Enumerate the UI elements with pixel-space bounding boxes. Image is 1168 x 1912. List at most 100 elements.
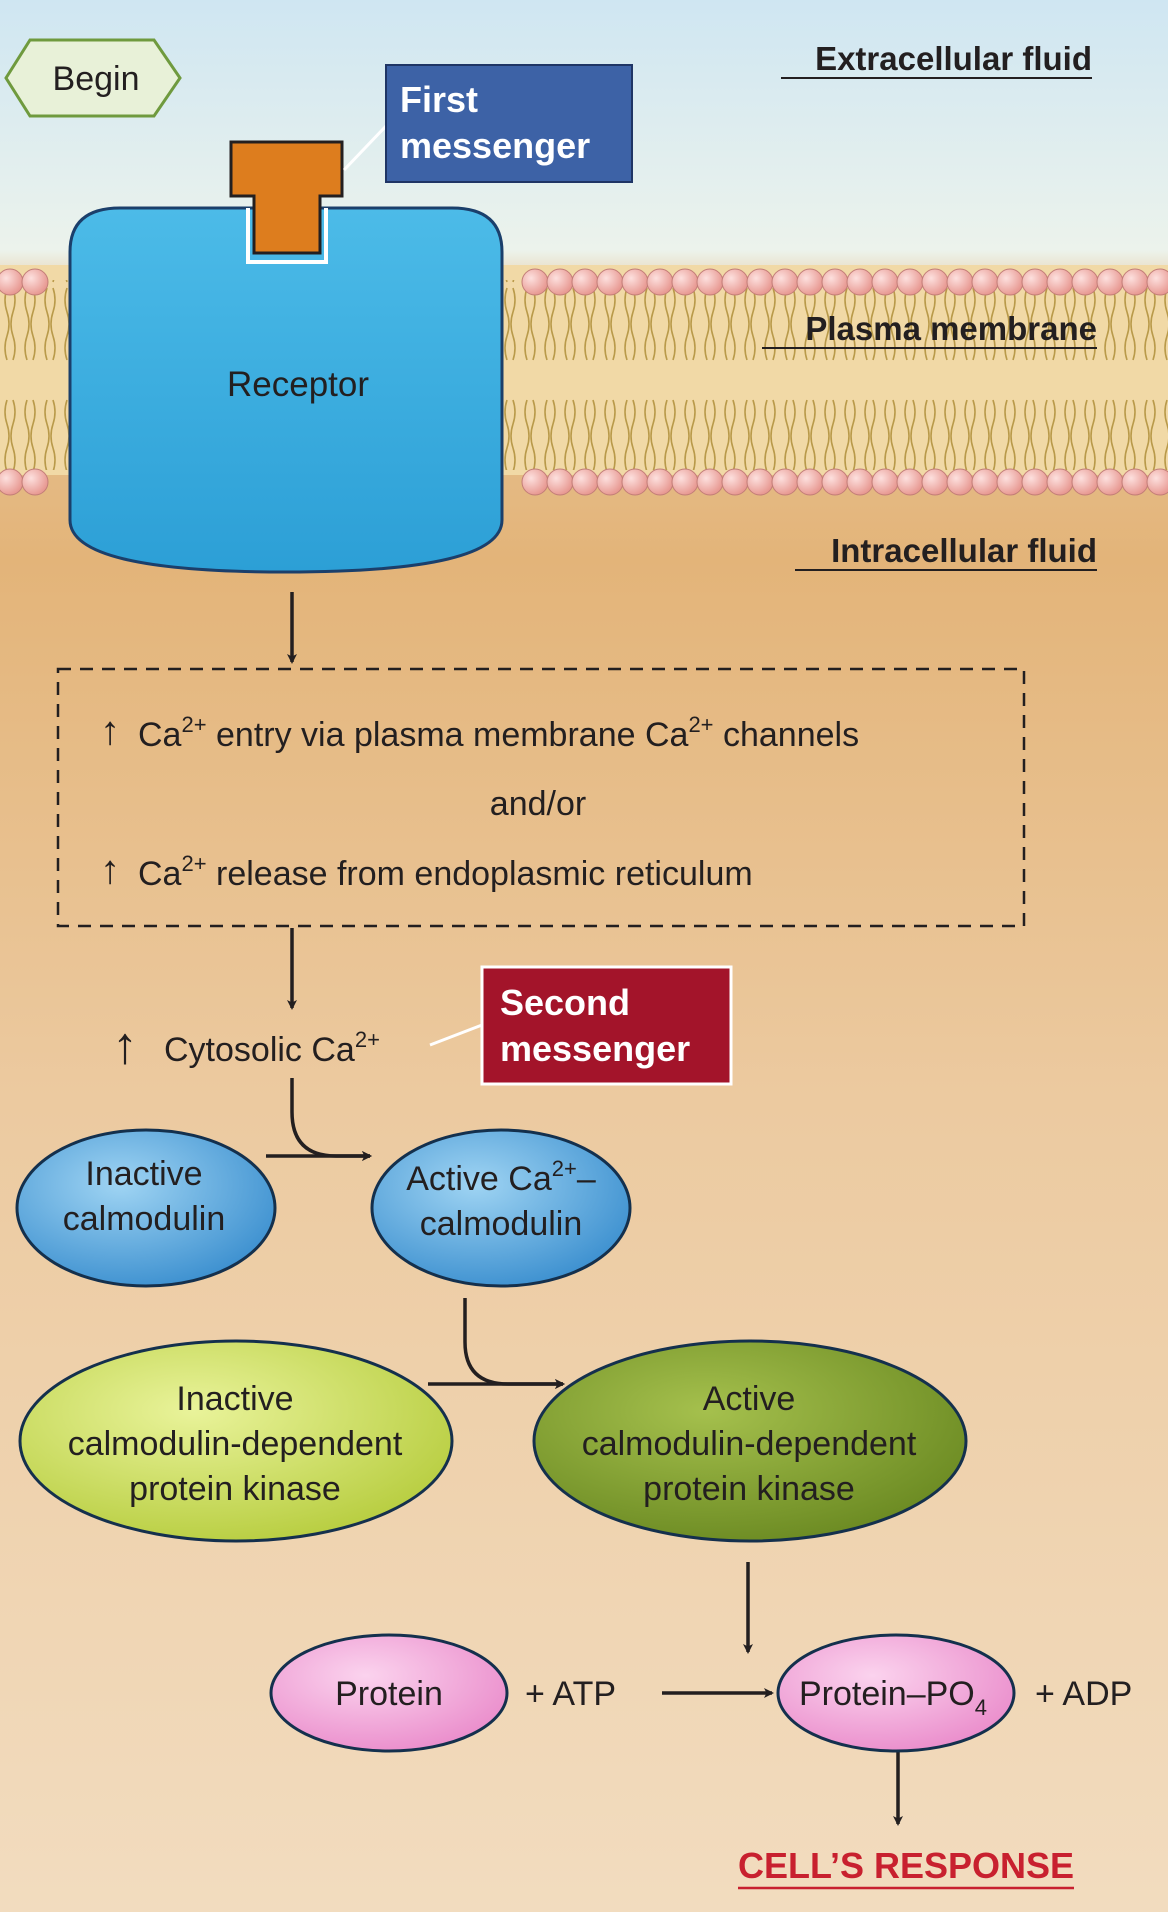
phospholipid-head [1021,468,1049,496]
cytosolic-calcium-text: Cytosolic Ca2+ [164,1027,380,1069]
inactive-kinase-line2: calmodulin-dependent [68,1425,403,1463]
active-calmodulin-line1: Active Ca2+– [406,1156,596,1198]
cells-response-label: CELL’S RESPONSE [738,1845,1074,1886]
second-messenger-box: Second messenger [480,965,733,1086]
phospholipid-head [846,268,874,296]
protein: Protein [269,1633,509,1753]
phospholipid-head [696,268,724,296]
receptor-label: Receptor [227,365,369,404]
phospholipid-head [696,468,724,496]
phospholipid-head [871,468,899,496]
inactive-calmodulin-line1: Inactive [85,1155,202,1193]
phospholipid-head [846,468,874,496]
up-arrow-cytosolic-icon: ↑ [112,1017,138,1075]
flow-arrows [266,592,903,1826]
membrane-heads-bottom [0,468,1168,496]
phospholipid-head [1121,268,1149,296]
second-messenger-line1: Second [500,982,630,1023]
inactive-kinase-line3: protein kinase [129,1470,341,1508]
first-messenger-line2: messenger [400,125,590,166]
first-messenger-box: First messenger [385,64,633,183]
active-kinase: Active calmodulin-dependent protein kina… [532,1339,968,1543]
calcium-release-text: Ca2+ release from endoplasmic reticulum [138,851,753,893]
atp-label: + ATP [525,1675,616,1713]
calcium-source-box: ↑ Ca2+ entry via plasma membrane Ca2+ ch… [56,667,1026,928]
phospholipid-head [621,468,649,496]
begin-label: Begin [53,60,140,98]
phospholipid-head [771,268,799,296]
phospholipid-head [921,268,949,296]
active-kinase-line2: calmodulin-dependent [582,1425,917,1463]
phospholipid-head [671,468,699,496]
inactive-calmodulin-line2: calmodulin [63,1200,226,1238]
phospholipid-head [521,268,549,296]
phospholipid-head [871,268,899,296]
inactive-kinase: Inactive calmodulin-dependent protein ki… [18,1339,454,1543]
phospholipid-head [646,468,674,496]
active-kinase-line3: protein kinase [643,1470,855,1508]
up-arrow-release-icon: ↑ [100,848,120,892]
phospholipid-head [621,268,649,296]
protein-po4: Protein–PO4 [776,1633,1016,1753]
phospholipid-head [521,468,549,496]
phospholipid-head [996,268,1024,296]
active-calmodulin: Active Ca2+– calmodulin [370,1128,632,1288]
phospholipid-head [1121,468,1149,496]
phospholipid-head [21,468,49,496]
begin-badge: Begin [4,38,182,118]
second-messenger-leader [429,1023,483,1047]
phospholipid-head [1096,268,1124,296]
active-kinase-line1: Active [703,1380,796,1418]
phospholipid-head [746,468,774,496]
phospholipid-head [646,268,674,296]
calcium-entry-text: Ca2+ entry via plasma membrane Ca2+ chan… [138,712,859,754]
adp-label: + ADP [1035,1675,1132,1713]
phospholipid-head [971,268,999,296]
membrane-heads-top [0,268,1168,296]
phospholipid-head [796,268,824,296]
phospholipid-head [946,468,974,496]
phospholipid-head [1046,468,1074,496]
phospholipid-head [946,268,974,296]
andor-text: and/or [490,785,586,823]
phospholipid-head [21,268,49,296]
phospholipid-head [821,268,849,296]
arrow-kinase-activation [463,1298,565,1389]
phospholipid-head [571,468,599,496]
phospholipid-head [1146,268,1168,296]
first-messenger-ligand [229,140,344,255]
phospholipid-head [1021,268,1049,296]
phospholipid-head [796,468,824,496]
protein-label: Protein [335,1675,443,1713]
phospholipid-head [1046,268,1074,296]
phospholipid-head [1071,268,1099,296]
intracellular-label: Intracellular fluid [831,532,1097,569]
arrow-calmodulin-activation [290,1078,372,1161]
inactive-kinase-line1: Inactive [176,1380,293,1418]
phospholipid-head [896,268,924,296]
phospholipid-head [896,468,924,496]
phospholipid-head [571,268,599,296]
phospholipid-head [596,268,624,296]
phospholipid-head [596,468,624,496]
first-messenger-leader [342,123,389,172]
plasma-membrane-label: Plasma membrane [805,310,1097,347]
phospholipid-head [746,268,774,296]
phospholipid-head [996,468,1024,496]
phospholipid-head [0,468,24,496]
phospholipid-head [921,468,949,496]
phospholipid-head [671,268,699,296]
phospholipid-head [771,468,799,496]
phospholipid-head [971,468,999,496]
phospholipid-head [0,268,24,296]
phospholipid-head [1096,468,1124,496]
phospholipid-head [1146,468,1168,496]
phospholipid-head [546,268,574,296]
receptor: Receptor [68,206,504,574]
first-messenger-line1: First [400,79,478,120]
extracellular-label: Extracellular fluid [815,40,1092,77]
phospholipid-head [721,468,749,496]
protein-po4-label: Protein–PO4 [799,1675,987,1720]
